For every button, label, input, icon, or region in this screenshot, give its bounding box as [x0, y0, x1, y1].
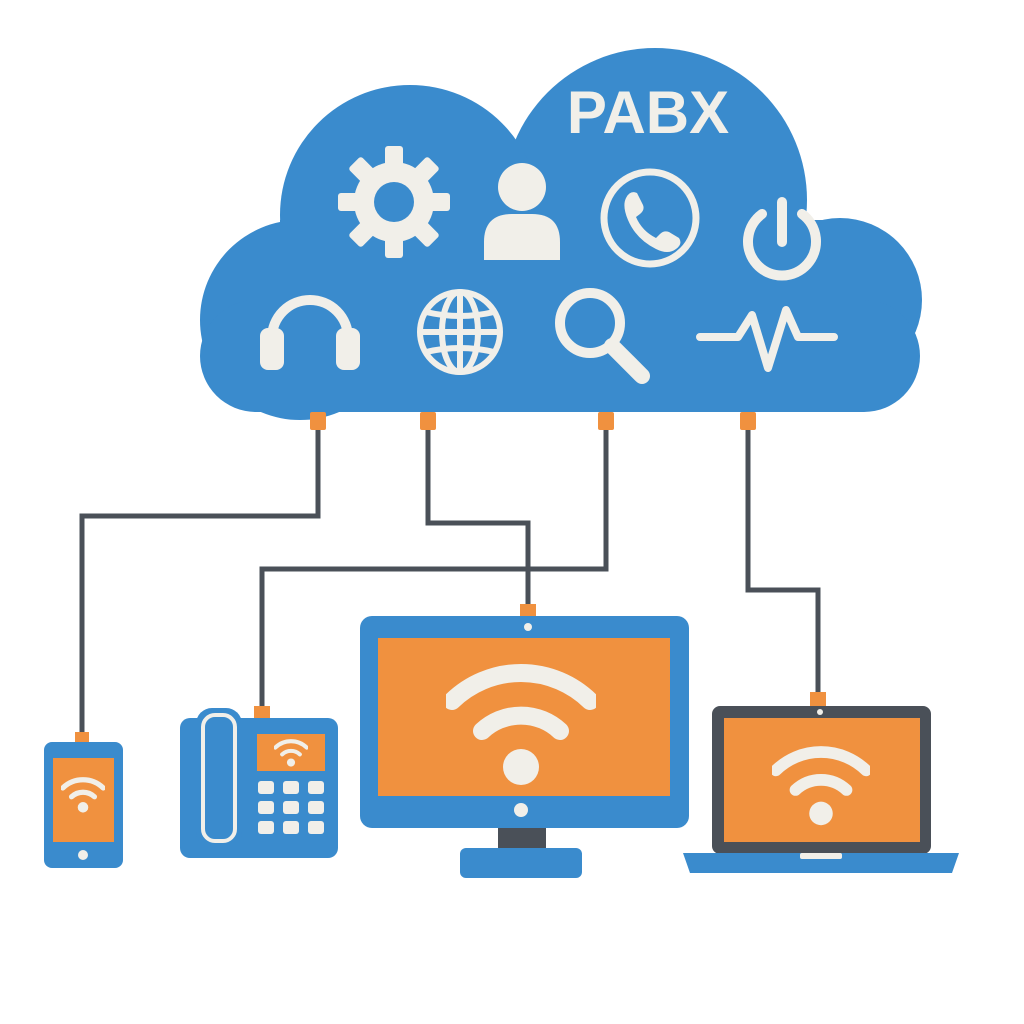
- desk-phone: [180, 706, 338, 858]
- user-icon: [484, 163, 560, 260]
- connection-lines: [79, 428, 821, 736]
- line-to-desktop: [425, 428, 531, 606]
- keypad: [258, 781, 324, 834]
- desktop-monitor: [360, 604, 689, 878]
- gear-icon: [338, 146, 450, 258]
- line-to-smartphone: [79, 428, 321, 736]
- power-icon: [743, 197, 821, 281]
- pabx-cloud: PABX: [200, 48, 922, 420]
- headset-icon: [260, 295, 360, 370]
- smartphone: [44, 732, 123, 868]
- pulse-icon: [696, 306, 838, 372]
- line-to-laptop: [745, 428, 821, 694]
- globe-icon: [417, 289, 503, 375]
- laptop: [683, 692, 959, 873]
- cloud-title: PABX: [567, 79, 729, 146]
- line-to-desk-phone: [259, 428, 609, 708]
- cloud-connectors: [310, 412, 756, 430]
- phone-call-icon: [600, 168, 700, 268]
- search-icon: [555, 288, 650, 384]
